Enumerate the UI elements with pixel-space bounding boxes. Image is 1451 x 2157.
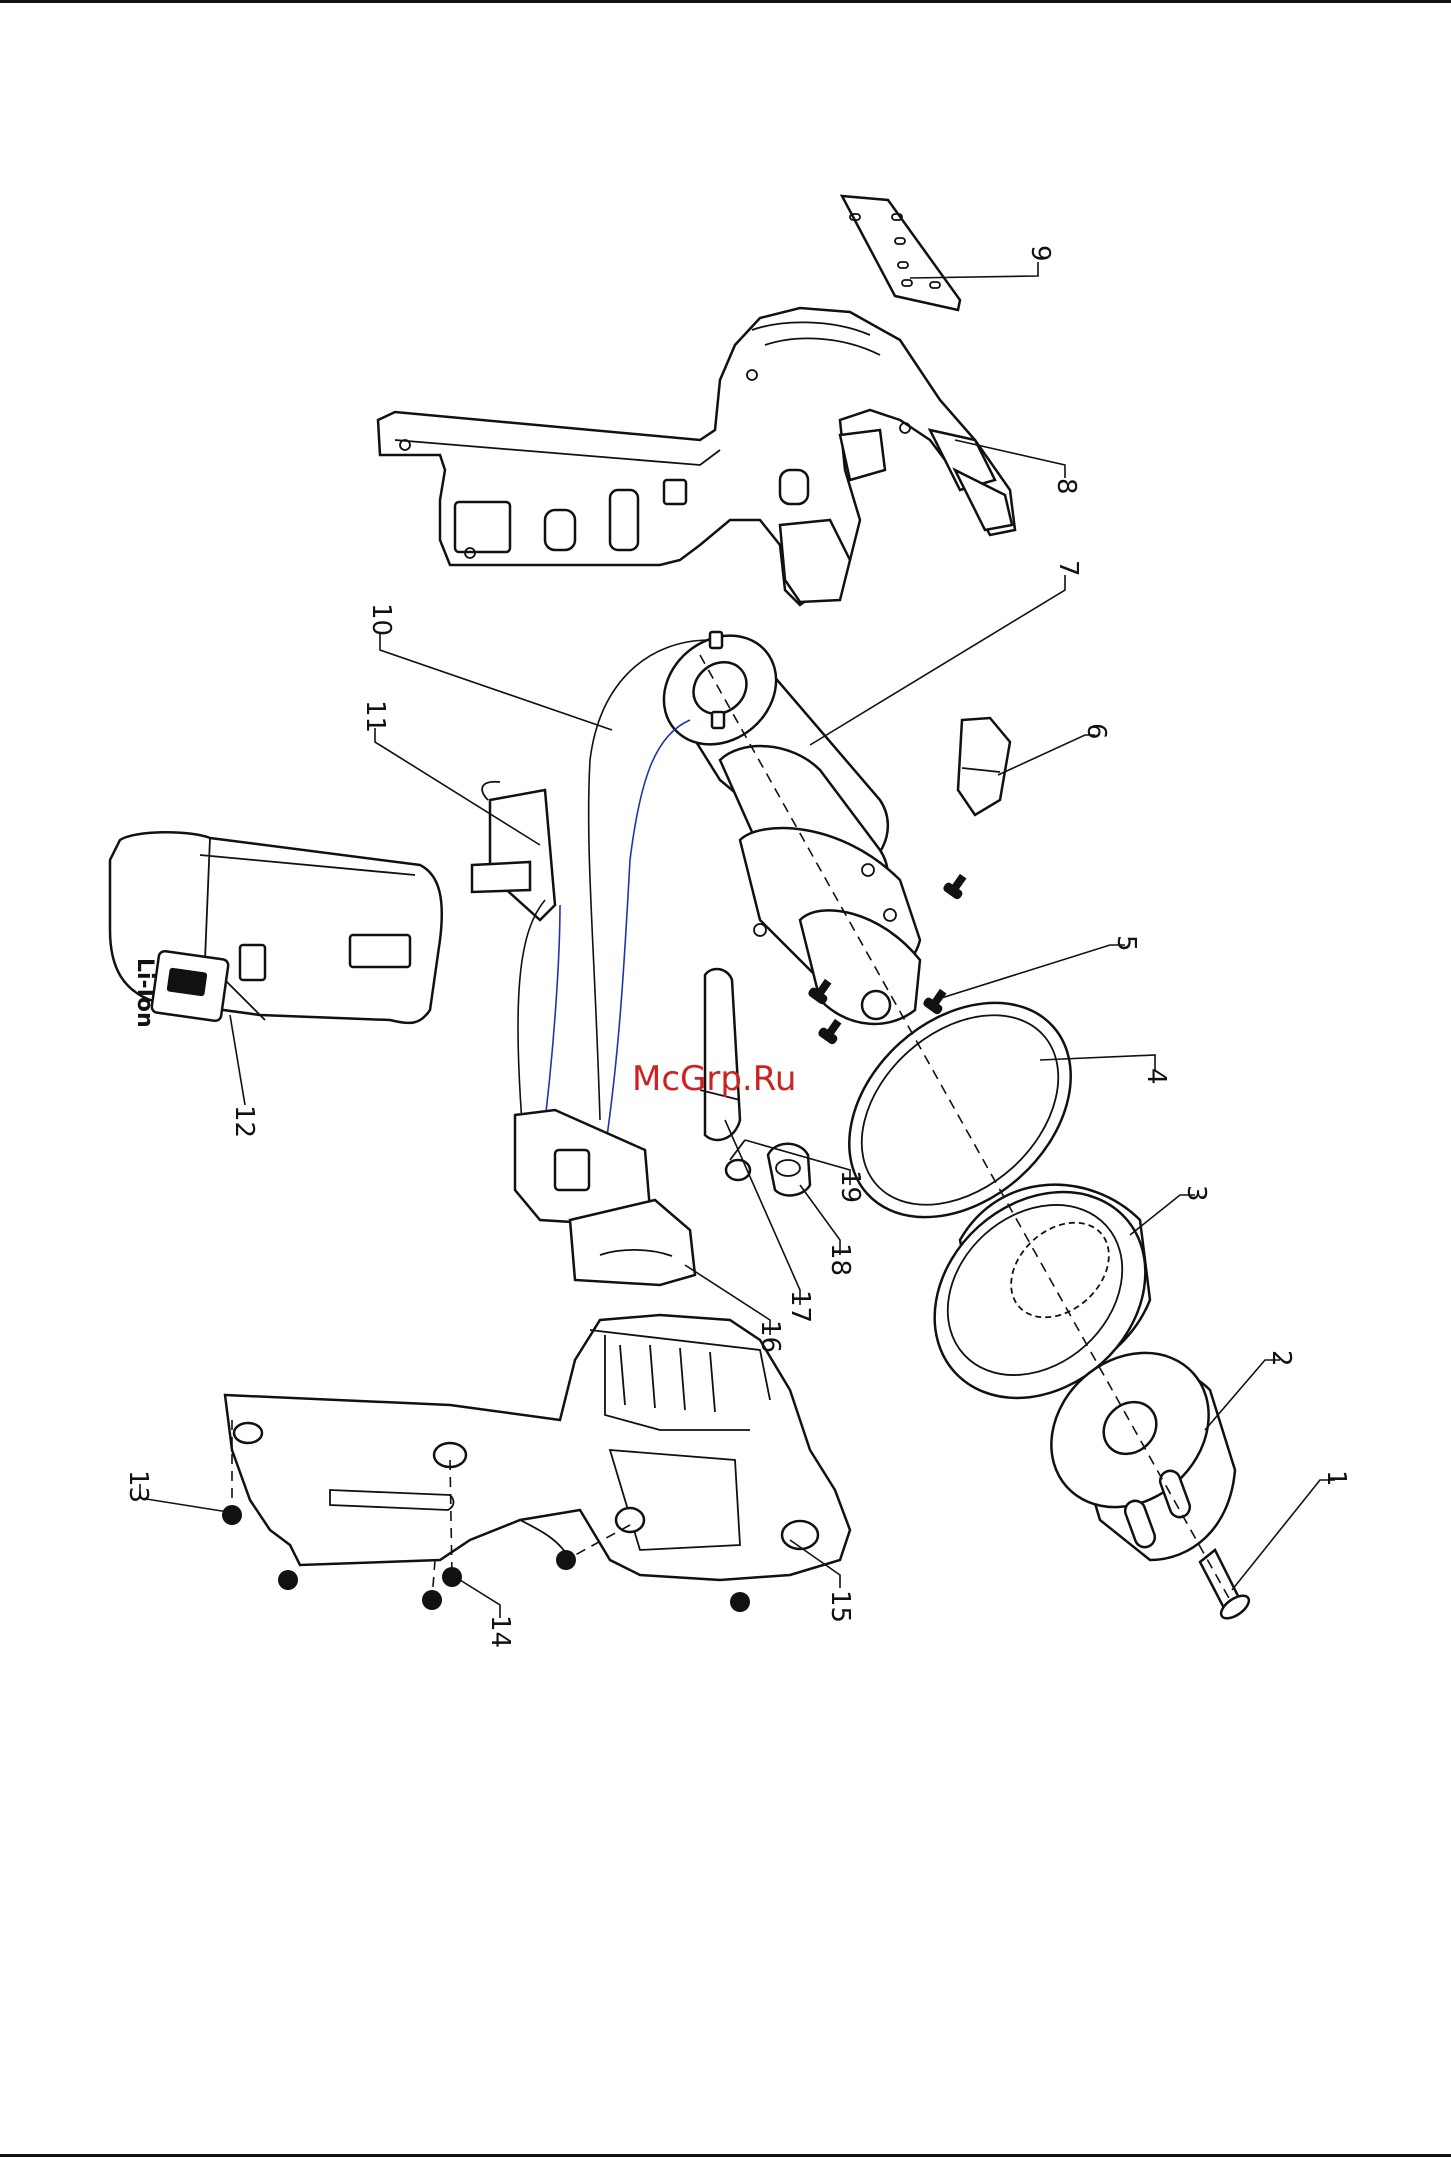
callout-13: 13 [123,1470,153,1503]
callout-4: 4 [1141,1068,1171,1085]
part-8-housing-half [378,308,1015,605]
callout-5: 5 [1111,935,1141,952]
callout-12: 12 [229,1105,259,1138]
battery-label: Li-Ion [132,958,157,1028]
callout-16: 16 [755,1320,785,1353]
callout-11: 11 [360,700,390,733]
part-19-spring [726,1140,750,1180]
callout-10: 10 [366,603,396,636]
part-9-plate [842,196,960,310]
part-16-switch [515,1110,695,1285]
callout-19: 19 [835,1170,865,1203]
part-17-trigger [700,969,740,1140]
part-18-knob [768,1144,810,1196]
callout-8: 8 [1051,478,1081,495]
part-6-cover [958,718,1010,815]
callout-15: 15 [825,1590,855,1623]
callout-1: 1 [1321,1470,1351,1487]
part-11-bracket [472,782,555,920]
watermark-text: McGrp.Ru [632,1059,796,1099]
callout-18: 18 [825,1243,855,1276]
part-7-motor [642,613,920,1024]
part-15-housing-half [225,1315,850,1580]
callout-7: 7 [1053,560,1083,577]
callout-3: 3 [1181,1185,1211,1202]
callout-2: 2 [1266,1350,1296,1367]
callout-14: 14 [485,1615,515,1648]
callout-6: 6 [1081,723,1111,740]
part-12-battery: Li-Ion [110,832,442,1027]
callout-17: 17 [785,1290,815,1323]
callout-9: 9 [1025,245,1055,262]
